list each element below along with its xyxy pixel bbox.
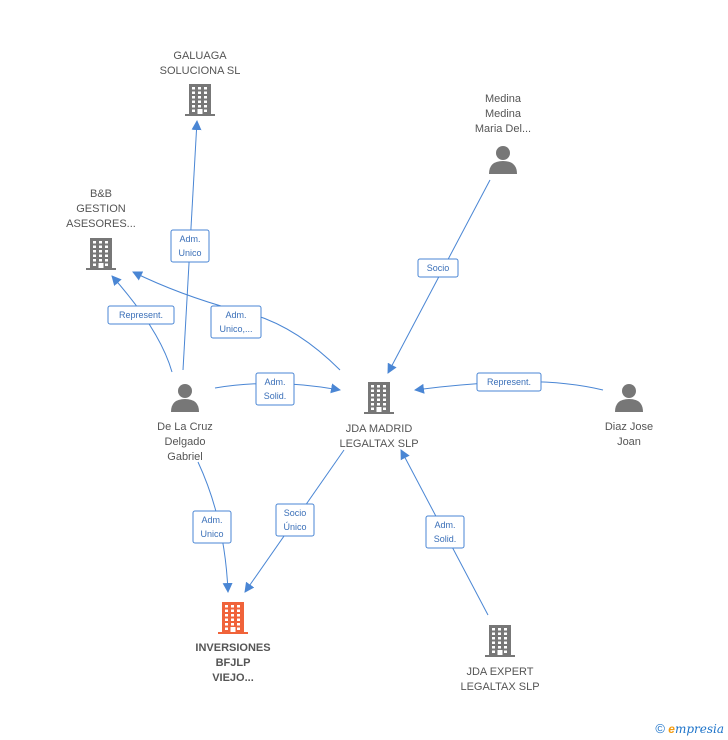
- node-label-line: BFJLP: [216, 657, 251, 669]
- building-icon: [364, 382, 394, 414]
- edge-label-text: Adm.: [225, 310, 246, 320]
- node-label-line: JDA MADRID: [346, 423, 413, 435]
- edge-label-box: [170, 229, 210, 263]
- node-label-line: Diaz Jose: [605, 421, 653, 433]
- node-bb[interactable]: B&B GESTION ASESORES...: [66, 188, 136, 270]
- edge-label-text: Unico: [178, 248, 201, 258]
- node-jdaexpert[interactable]: JDA EXPERT LEGALTAX SLP: [460, 625, 540, 693]
- edge-label-text: Socio: [284, 508, 307, 518]
- node-galuaga[interactable]: GALUAGA SOLUCIONA SL: [160, 50, 241, 116]
- edge-label-box: [476, 372, 542, 392]
- edge-label-box: [425, 515, 465, 549]
- edge-label-e1[interactable]: Adm. Unico: [170, 229, 210, 263]
- edge-label-e6[interactable]: Represent.: [476, 372, 542, 392]
- edge-label-box: [107, 305, 175, 325]
- building-icon: [218, 602, 248, 634]
- edge-label-box: [192, 510, 232, 544]
- node-label-line: LEGALTAX SLP: [460, 681, 539, 693]
- edge-label-e9[interactable]: Adm. Solid.: [425, 515, 465, 549]
- edge-label-box: [417, 258, 459, 278]
- node-label-line: SOLUCIONA SL: [160, 65, 241, 77]
- edge-label-text: Represent.: [487, 377, 531, 387]
- node-label-line: Delgado: [165, 436, 206, 448]
- edge-label-text: Adm.: [264, 377, 285, 387]
- edge-label-e7[interactable]: Adm. Unico: [192, 510, 232, 544]
- person-icon: [489, 146, 517, 174]
- person-icon: [171, 384, 199, 412]
- edge-label-e3[interactable]: Adm. Unico,...: [210, 305, 262, 339]
- node-label-line: Medina: [485, 108, 522, 120]
- node-label-line: GALUAGA: [173, 50, 227, 62]
- building-icon: [185, 84, 215, 116]
- building-icon: [485, 625, 515, 657]
- edge-label-text: Adm.: [179, 234, 200, 244]
- brand-initial: e: [668, 722, 675, 736]
- edge-label-text: Solid.: [434, 534, 457, 544]
- edge-label-text: Represent.: [119, 310, 163, 320]
- node-label-line: INVERSIONES: [195, 642, 270, 654]
- edge-label-text: Único: [283, 522, 306, 532]
- edge-label-box: [275, 503, 315, 537]
- node-jdamadrid[interactable]: JDA MADRID LEGALTAX SLP: [339, 382, 419, 450]
- node-label-line: ASESORES...: [66, 218, 136, 230]
- edge-label-e2[interactable]: Represent.: [107, 305, 175, 325]
- nodes-layer: GALUAGA SOLUCIONA SL B&B GESTION ASESORES...…: [66, 50, 653, 693]
- edge-label-e5[interactable]: Socio: [417, 258, 459, 278]
- node-label-line: Maria Del...: [475, 123, 531, 135]
- footer-brand: © empresia: [655, 721, 724, 736]
- edge-label-text: Socio: [427, 263, 450, 273]
- node-label-line: JDA EXPERT: [466, 666, 533, 678]
- edge-labels-layer: Adm.UnicoRepresent.Adm.Unico,...Adm.Soli…: [107, 229, 542, 549]
- building-icon: [86, 238, 116, 270]
- brand-name: mpresia: [674, 722, 724, 736]
- node-label-line: Medina: [485, 93, 522, 105]
- person-icon: [615, 384, 643, 412]
- node-label-line: Gabriel: [167, 451, 202, 463]
- edge-label-box: [210, 305, 262, 339]
- edge-label-text: Unico: [200, 529, 223, 539]
- node-label-line: LEGALTAX SLP: [339, 438, 418, 450]
- edge-label-box: [255, 372, 295, 406]
- edge-label-text: Solid.: [264, 391, 287, 401]
- edge-label-text: Adm.: [201, 515, 222, 525]
- edge-label-text: Unico,...: [219, 324, 252, 334]
- edge-delacruz-to-bb: [111, 275, 173, 373]
- node-label-line: VIEJO...: [212, 672, 254, 684]
- node-label-line: B&B: [90, 188, 112, 200]
- node-inversiones[interactable]: INVERSIONES BFJLP VIEJO...: [195, 602, 271, 684]
- edge-label-text: Adm.: [434, 520, 455, 530]
- edges-layer: [111, 120, 604, 616]
- node-label-line: De La Cruz: [157, 421, 213, 433]
- edge-label-e4[interactable]: Adm. Solid.: [255, 372, 295, 406]
- copyright-icon: ©: [655, 721, 665, 736]
- node-label-line: Joan: [617, 436, 641, 448]
- node-label-line: GESTION: [76, 203, 126, 215]
